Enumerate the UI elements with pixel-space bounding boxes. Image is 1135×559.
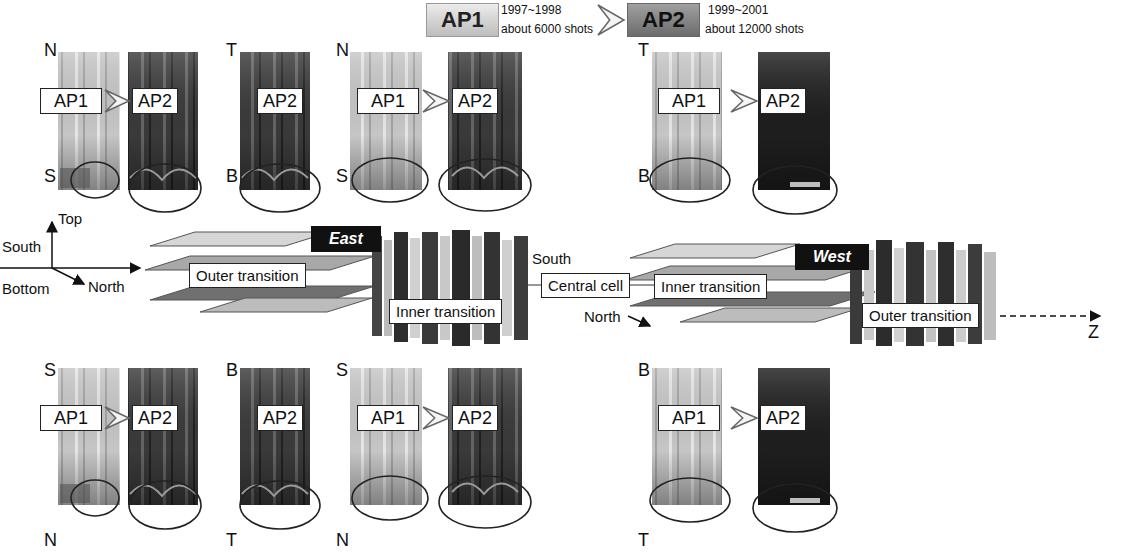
side-tag: West	[795, 244, 869, 270]
axis-label: Z	[1088, 322, 1099, 343]
node-text: East	[329, 229, 363, 249]
direction-letter: N	[44, 530, 57, 551]
direction-letter: B	[226, 166, 238, 187]
section-box: Inner transition	[654, 274, 767, 299]
chevron-arrow	[423, 407, 449, 429]
chevron-arrow	[105, 90, 129, 112]
west-outer-transition	[850, 240, 996, 346]
node-text: AP2	[263, 407, 297, 429]
photo-label: AP2	[132, 88, 178, 114]
axis-label: North	[584, 308, 621, 325]
chevron-arrow	[731, 407, 757, 429]
section-box: Outer transition	[862, 303, 979, 328]
node-text: AP2	[766, 407, 800, 429]
legend-box: AP2	[627, 3, 700, 37]
photo-row-bottom	[58, 368, 830, 505]
photo-label: AP2	[257, 88, 303, 114]
node-text: AP2	[263, 90, 297, 112]
photo-label: AP1	[658, 405, 720, 431]
direction-letter: B	[638, 360, 650, 381]
node-text: AP1	[371, 90, 405, 112]
legend-box: AP1	[426, 3, 499, 37]
node-text: AP2	[458, 407, 492, 429]
node-text: Inner transition	[661, 277, 760, 296]
direction-letter: S	[44, 360, 56, 381]
node-text: AP1	[672, 407, 706, 429]
node-text: Central cell	[548, 276, 623, 295]
photo-label: AP1	[40, 405, 102, 431]
node-text: Outer transition	[869, 306, 972, 325]
direction-letter: T	[226, 40, 237, 61]
direction-letter: S	[336, 166, 348, 187]
axis-label: Top	[58, 210, 82, 227]
node-text: AP2	[458, 90, 492, 112]
photo-label: AP1	[658, 88, 720, 114]
direction-letter: T	[226, 530, 237, 551]
axis-label: Bottom	[2, 280, 50, 297]
node-text: AP1	[441, 7, 484, 33]
photo-label: AP2	[760, 88, 806, 114]
period-label: 1999~2001	[708, 3, 768, 17]
highlight-circles-top	[71, 158, 837, 214]
node-text: AP1	[371, 407, 405, 429]
direction-letter: T	[638, 530, 649, 551]
chevron-arrow	[731, 90, 757, 112]
side-tag: East	[311, 226, 381, 252]
node-text: Inner transition	[396, 302, 495, 321]
node-text: AP2	[138, 407, 172, 429]
section-box: Central cell	[541, 273, 630, 298]
node-text: AP2	[138, 90, 172, 112]
photo-label: AP1	[357, 88, 419, 114]
axes	[0, 222, 140, 284]
photo-row-top	[58, 52, 830, 190]
node-text: West	[813, 247, 851, 267]
node-text: AP1	[54, 407, 88, 429]
axis-label: South	[532, 250, 571, 267]
node-text: AP2	[766, 90, 800, 112]
photo-label: AP2	[452, 405, 498, 431]
west-inner-transition	[625, 244, 875, 322]
node-text: AP2	[642, 7, 685, 33]
shots-label: about 6000 shots	[501, 22, 593, 36]
node-text: AP1	[672, 90, 706, 112]
direction-letter: N	[336, 530, 349, 551]
node-text: AP1	[54, 90, 88, 112]
east-inner-transition	[372, 230, 528, 346]
photo-label: AP2	[760, 405, 806, 431]
photo-label: AP2	[257, 405, 303, 431]
direction-letter: N	[336, 40, 349, 61]
period-label: 1997~1998	[501, 3, 561, 17]
direction-letter: S	[44, 166, 56, 187]
section-box: Inner transition	[389, 299, 502, 324]
chevron-arrow	[598, 5, 624, 35]
chevron-arrow	[423, 90, 449, 112]
direction-letter: S	[336, 360, 348, 381]
direction-letter: B	[226, 360, 238, 381]
photo-label: AP2	[452, 88, 498, 114]
photo-label: AP1	[40, 88, 102, 114]
shots-label: about 12000 shots	[705, 22, 804, 36]
photo-label: AP2	[132, 405, 178, 431]
axis-label: North	[88, 278, 125, 295]
node-text: Outer transition	[196, 266, 299, 285]
axis-label: South	[2, 238, 41, 255]
section-box: Outer transition	[189, 263, 306, 288]
photo-label: AP1	[357, 405, 419, 431]
direction-letter: N	[44, 40, 57, 61]
direction-letter: B	[638, 166, 650, 187]
direction-letter: T	[638, 40, 649, 61]
north-arrow	[628, 316, 650, 326]
chevron-arrow	[105, 407, 129, 429]
z-axis	[1000, 315, 1100, 317]
highlight-circles-bottom	[71, 476, 837, 532]
